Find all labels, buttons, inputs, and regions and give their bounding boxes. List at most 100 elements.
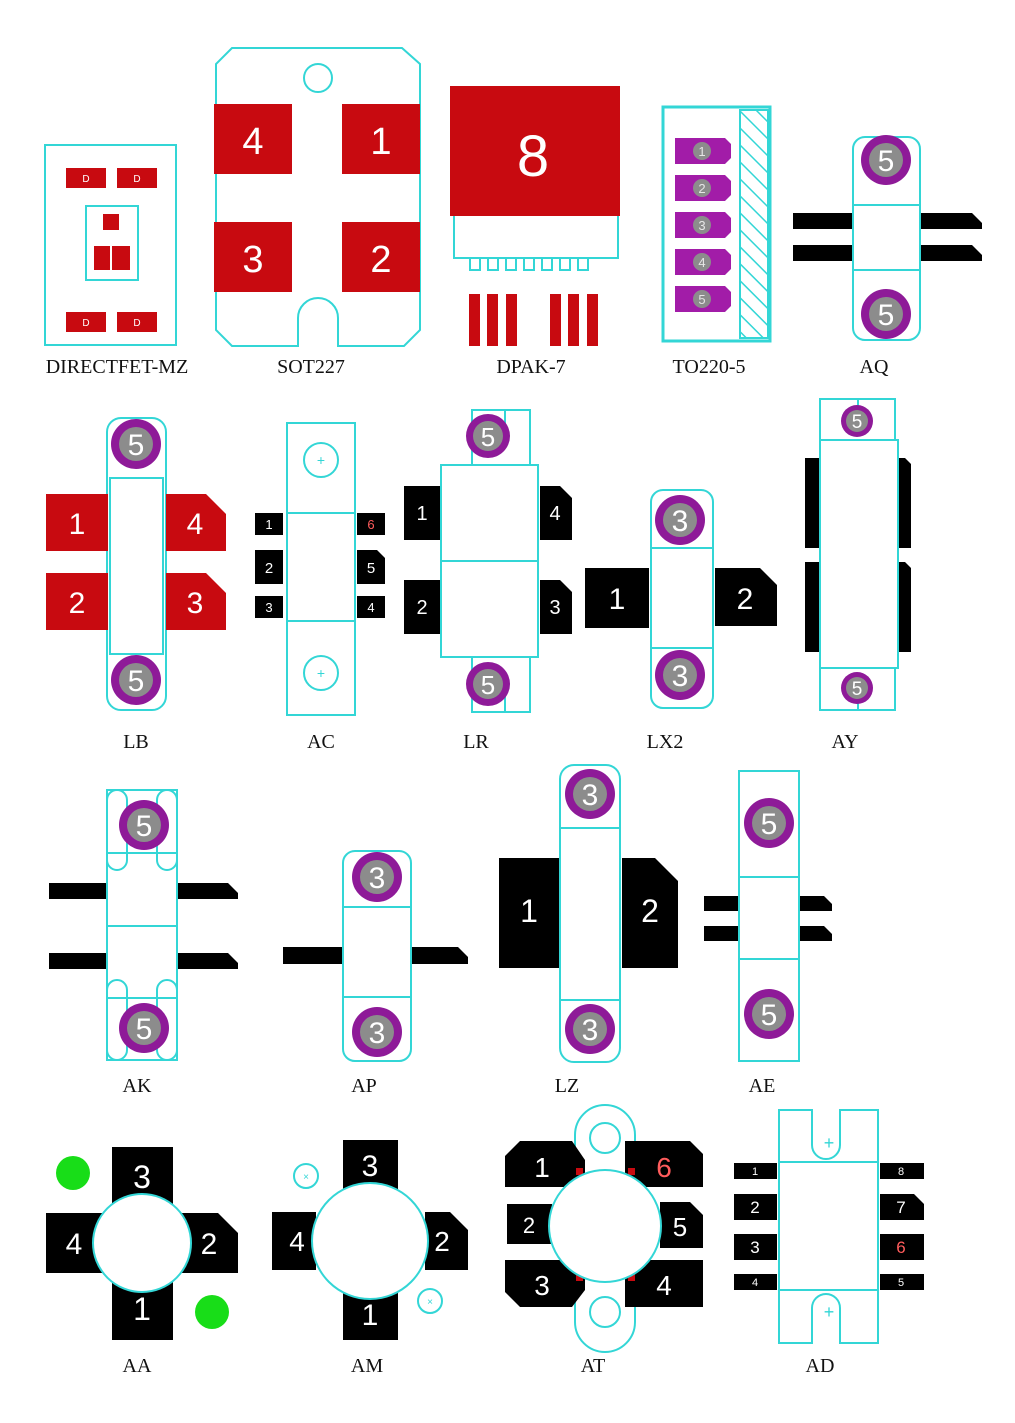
aa-footprint: 3 4 2 1 <box>46 1147 238 1340</box>
am-hole-marker-bottom: × <box>427 1297 433 1308</box>
label-to220-5: TO220-5 <box>672 356 746 378</box>
to220-pin-2: 2 <box>698 181 705 196</box>
at-pin-6: 6 <box>656 1152 672 1183</box>
lb-pin-3: 3 <box>187 587 204 620</box>
ay-footprint: 5 5 <box>805 398 911 711</box>
am-hole-marker-top: × <box>303 1172 309 1183</box>
lb-pin-5-bottom: 5 <box>128 665 145 698</box>
ac-pin-1: 1 <box>265 517 272 532</box>
am-pin-4: 4 <box>289 1226 305 1257</box>
aq-footprint: 5 5 <box>793 135 982 341</box>
dpak-7-pin-8: 8 <box>517 124 549 189</box>
ae-pin-5-top: 5 <box>761 808 778 841</box>
ac-hole-marker-bottom: + <box>317 665 325 681</box>
ap-pin-3-bottom: 3 <box>369 1017 386 1050</box>
ac-pin-3: 3 <box>265 600 272 615</box>
label-ae: AE <box>748 1075 776 1097</box>
ad-pin-6: 6 <box>896 1238 905 1257</box>
lr-pin-2: 2 <box>416 597 427 619</box>
label-aq: AQ <box>859 356 889 378</box>
aa-pin-4: 4 <box>66 1228 83 1261</box>
lr-pin-5-bottom: 5 <box>481 670 495 700</box>
ak-pin-5-bottom: 5 <box>136 1013 153 1046</box>
label-lz: LZ <box>554 1075 580 1097</box>
directfet-pin-d-3: D <box>82 318 89 329</box>
to220-pin-5: 5 <box>698 292 705 307</box>
label-lb: LB <box>123 731 149 753</box>
aq-pin-5-top: 5 <box>878 145 895 178</box>
ak-pin-5-top: 5 <box>136 810 153 843</box>
label-sot227: SOT227 <box>277 356 345 378</box>
ak-footprint: 5 5 <box>49 789 238 1061</box>
ad-hole-marker-bottom: + <box>824 1302 835 1322</box>
lr-pin-3: 3 <box>549 597 560 619</box>
ae-footprint: 5 5 <box>704 770 832 1062</box>
lb-pin-2: 2 <box>69 587 86 620</box>
label-ac: AC <box>307 731 335 753</box>
aa-pin-2: 2 <box>201 1228 218 1261</box>
lr-pin-1: 1 <box>416 503 427 525</box>
aa-pin-1: 1 <box>133 1291 151 1327</box>
aa-pin-3: 3 <box>133 1159 151 1195</box>
at-pin-4: 4 <box>656 1270 672 1301</box>
sot227-footprint: 4 1 3 2 <box>214 47 421 347</box>
at-pin-1: 1 <box>534 1152 550 1183</box>
to220-pin-1: 1 <box>698 144 705 159</box>
aq-pin-5-bottom: 5 <box>878 299 895 332</box>
lb-footprint: 5 1 4 2 3 5 <box>46 417 226 711</box>
to220-pin-4: 4 <box>698 255 705 270</box>
at-footprint: 1 6 2 5 3 4 <box>505 1104 703 1353</box>
ad-pin-8: 8 <box>898 1166 904 1178</box>
dpak-7-footprint: 8 <box>450 86 620 346</box>
ac-pin-4: 4 <box>367 600 374 615</box>
lx2-pin-1: 1 <box>609 583 626 616</box>
ad-hole-marker-top: + <box>824 1133 835 1153</box>
lz-pin-3-top: 3 <box>582 779 599 812</box>
lx2-pin-3-bottom: 3 <box>672 660 689 693</box>
sot227-pin-3: 3 <box>242 239 263 281</box>
lz-pin-2: 2 <box>641 893 659 929</box>
at-pin-5: 5 <box>673 1212 687 1242</box>
ac-footprint: + + 1 6 2 5 3 4 <box>255 422 385 716</box>
label-directfet-mz: DIRECTFET-MZ <box>45 356 189 378</box>
ad-pin-4: 4 <box>752 1277 758 1289</box>
am-pin-1: 1 <box>362 1299 379 1332</box>
label-dpak-7: DPAK-7 <box>496 356 566 378</box>
directfet-pin-d-4: D <box>133 318 140 329</box>
ad-pin-2: 2 <box>750 1198 759 1217</box>
ap-pin-3-top: 3 <box>369 862 386 895</box>
label-ap: AP <box>351 1075 377 1097</box>
label-ay: AY <box>831 731 859 753</box>
lz-pin-3-bottom: 3 <box>582 1014 599 1047</box>
to220-pin-3: 3 <box>698 218 705 233</box>
label-ak: AK <box>122 1075 152 1097</box>
ad-pin-7: 7 <box>896 1198 905 1217</box>
at-pin-2: 2 <box>523 1213 535 1238</box>
ae-pin-5-bottom: 5 <box>761 999 778 1032</box>
sot227-pin-1: 1 <box>370 121 391 163</box>
directfet-mz-footprint: D D D D <box>44 144 177 346</box>
directfet-pin-d-2: D <box>133 174 140 185</box>
lz-footprint: 3 1 2 3 <box>499 764 678 1063</box>
label-ad: AD <box>805 1355 835 1377</box>
lx2-footprint: 3 1 2 3 <box>585 489 777 709</box>
ad-pin-5: 5 <box>898 1277 904 1289</box>
sot227-pin-2: 2 <box>370 239 391 281</box>
lx2-pin-3-top: 3 <box>672 505 689 538</box>
ay-pin-5-bottom: 5 <box>852 679 863 700</box>
ac-hole-marker-top: + <box>317 452 325 468</box>
ac-pin-6: 6 <box>367 517 374 532</box>
lr-pin-5-top: 5 <box>481 422 495 452</box>
to220-5-footprint: 1 2 3 4 5 <box>661 105 772 343</box>
ac-pin-5: 5 <box>367 560 375 577</box>
ac-pin-2: 2 <box>265 560 273 577</box>
label-aa: AA <box>122 1355 152 1377</box>
lz-pin-1: 1 <box>520 893 538 929</box>
label-lr: LR <box>463 731 489 753</box>
label-lx2: LX2 <box>646 731 684 753</box>
lb-pin-1: 1 <box>69 508 86 541</box>
label-at: AT <box>580 1355 606 1377</box>
am-footprint: × × 3 4 2 1 <box>272 1140 468 1340</box>
lb-pin-4: 4 <box>187 508 204 541</box>
